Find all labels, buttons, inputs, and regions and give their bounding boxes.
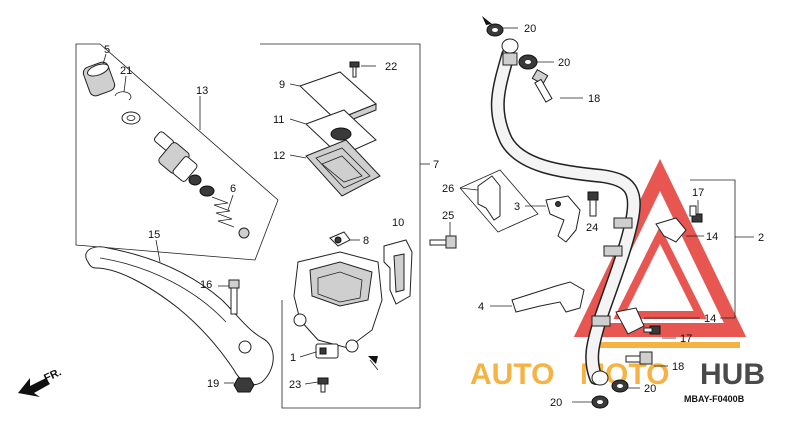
hose-grommet-c (591, 315, 611, 327)
part-1-switch (299, 343, 339, 359)
callout-10: 10 (392, 217, 404, 229)
part-24-bolt (587, 191, 599, 217)
part-26-guide (459, 169, 539, 233)
part-17-bolt-lower (643, 325, 676, 339)
callout-4: 4 (478, 301, 484, 313)
callout-20-top: 20 (524, 23, 536, 35)
piston-kit-frame (75, 43, 279, 261)
callout-17-upper: 17 (692, 187, 704, 199)
callout-13: 13 (196, 85, 208, 97)
callout-24: 24 (586, 222, 598, 234)
part-18-banjo-bolt-bottom (625, 351, 668, 367)
part-23-screw (304, 377, 329, 393)
callout-2: 2 (758, 232, 764, 244)
part-6-spring (199, 185, 250, 239)
watermark-hub: HUB (700, 358, 765, 391)
callout-9: 9 (279, 79, 285, 91)
front-direction-arrow: FR. (18, 366, 63, 397)
callout-6: 6 (230, 183, 236, 195)
part-10-holder (383, 239, 413, 305)
callout-12: 12 (273, 150, 285, 162)
part-12-diaphragm (289, 139, 381, 197)
diagram-code: MBAY-F0400B (684, 394, 745, 404)
part-20-washer-upper-right (518, 54, 554, 70)
hose-grommet-b (603, 245, 623, 257)
hose-lower-fitting (591, 370, 609, 386)
part-14-clamp-lower (615, 307, 700, 335)
part-3-bracket (525, 195, 581, 243)
part-4-bracket (490, 281, 585, 313)
callout-14-lower: 14 (704, 313, 716, 325)
part-19-pivot-nut (224, 377, 255, 393)
hose-upper-fitting (501, 38, 519, 66)
callout-1: 1 (290, 352, 296, 364)
part-11-plate (289, 109, 377, 157)
part-16-pivot-bolt (218, 279, 240, 315)
part-20-washer-lower-right (611, 379, 640, 393)
callout-21: 21 (120, 65, 132, 77)
callout-17-lower: 17 (680, 333, 692, 345)
callout-18-top: 18 (588, 93, 600, 105)
callout-14-upper: 14 (706, 231, 718, 243)
callout-8: 8 (363, 235, 369, 247)
callout-11: 11 (273, 114, 284, 126)
part-13-piston (153, 131, 202, 186)
master-cylinder-group (260, 43, 421, 409)
callout-26: 26 (442, 183, 454, 195)
part-8-clip (329, 231, 360, 247)
brake-hose-group (429, 16, 736, 409)
callout-22: 22 (385, 61, 397, 73)
part-5-boot (82, 61, 116, 97)
watermark-auto: AUTO (470, 358, 554, 391)
callout-19: 19 (207, 378, 219, 390)
callout-labels: 5 21 13 6 15 16 19 9 22 11 12 7 10 8 1 2… (104, 23, 764, 409)
callout-15: 15 (148, 229, 160, 241)
part-washer (121, 111, 141, 125)
callout-20-lower-right: 20 (644, 383, 656, 395)
hose-grommet-a (613, 217, 633, 229)
part-14-clamp-upper (655, 217, 704, 243)
callout-7: 7 (433, 159, 439, 171)
part-20-washer-top (482, 16, 518, 37)
callout-5: 5 (104, 44, 110, 56)
callout-16: 16 (200, 279, 212, 291)
callout-23: 23 (289, 379, 301, 391)
piston-kit-group (75, 43, 279, 261)
callout-3: 3 (514, 201, 520, 213)
part-25-bolt (429, 222, 457, 249)
part-17-bolt-upper (689, 200, 703, 223)
master-cylinder-body (293, 251, 383, 371)
part-20-washer-bottom (572, 395, 609, 409)
front-marker-label: FR. (42, 366, 63, 384)
part-15-lever (85, 239, 274, 386)
callout-18-bottom: 18 (672, 361, 684, 373)
callout-20-bottom: 20 (550, 397, 562, 409)
callout-25: 25 (442, 210, 454, 222)
part-21-circlip (114, 91, 132, 101)
part-22-screw (349, 61, 376, 78)
part-18-banjo-bolt-top (531, 68, 583, 103)
callout-20-upper-right: 20 (558, 57, 570, 69)
